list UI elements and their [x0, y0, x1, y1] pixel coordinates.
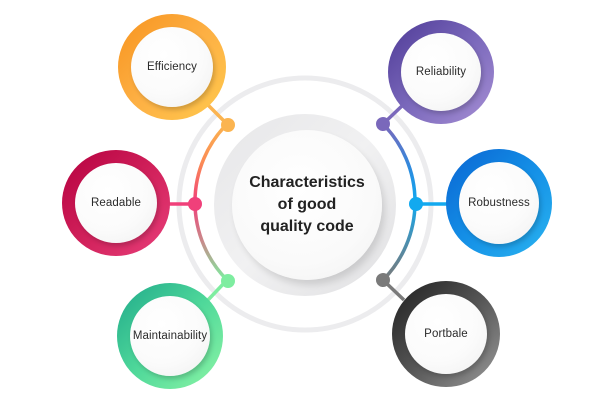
node-label: Maintainability	[132, 330, 208, 342]
center-title-line-3: quality code	[260, 218, 354, 235]
node-efficiency: Efficiency	[118, 14, 226, 120]
maintainability-dot	[221, 274, 235, 288]
portbale-dot	[376, 273, 390, 287]
node-readable: Readable	[62, 150, 170, 256]
node-label: Readable	[90, 197, 142, 209]
center-title-line-1: Characteristics	[249, 174, 365, 191]
node-label: Reliability	[415, 66, 467, 78]
node-label: Robustness	[468, 197, 530, 209]
node-reliability: Reliability	[388, 20, 494, 124]
node-portbale: Portbale	[392, 281, 500, 387]
efficiency-dot	[221, 118, 235, 132]
reliability-dot	[376, 117, 390, 131]
node-robustness: Robustness	[446, 149, 552, 257]
node-maintainability: Maintainability	[117, 283, 223, 389]
center-title-line-2: of good	[277, 196, 337, 213]
node-label: Efficiency	[146, 61, 197, 73]
readable-dot	[188, 197, 202, 211]
node-label: Portbale	[424, 328, 468, 340]
center-circle: Characteristics of good quality code	[232, 130, 382, 280]
robustness-dot	[409, 197, 423, 211]
